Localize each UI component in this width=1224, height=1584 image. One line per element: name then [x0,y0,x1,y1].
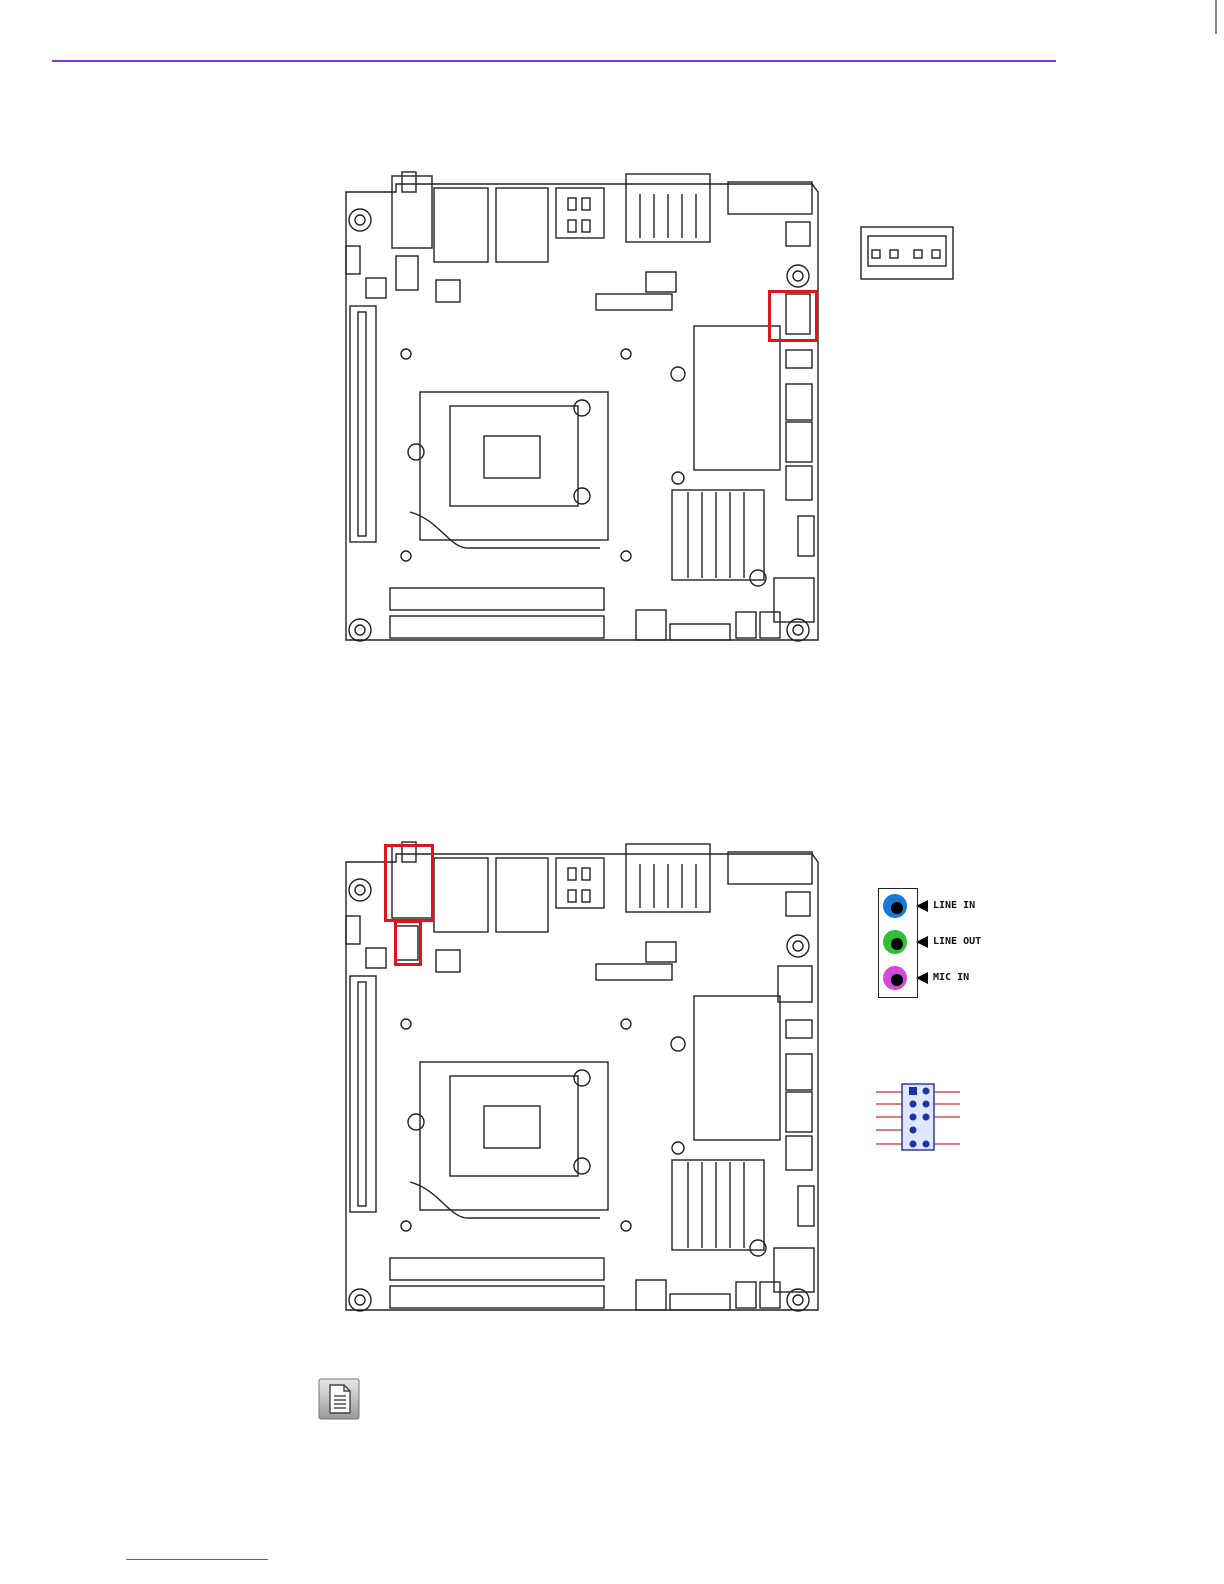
audio-header-detail [876,1082,960,1152]
motherboard-diagram-2 [340,840,820,1320]
audio-jack-panel [878,888,918,998]
motherboard-layout-icon [340,170,820,650]
mic-in-label: MIC IN [933,972,969,983]
fan-connector-icon [860,226,954,280]
mic-in-arrow-icon [916,972,928,984]
line-out-jack-icon [883,930,907,954]
line-in-arrow-icon [916,900,928,912]
audio-jack-highlight [384,844,434,922]
header-rule [52,60,1056,62]
line-out-arrow-icon [916,936,928,948]
audio-header-pins-icon [876,1082,960,1152]
line-in-label: LINE IN [933,900,975,911]
fan-connector-detail [860,226,954,280]
line-in-jack-icon [883,894,907,918]
mic-in-jack-icon [883,966,907,990]
line-out-label: LINE OUT [933,936,981,947]
note-document-icon [318,1378,360,1420]
motherboard-diagram-1 [340,170,820,650]
audio-header-highlight [394,920,422,966]
footer-rule [126,1559,268,1560]
page-fold-mark [1215,0,1217,34]
fan-connector-highlight [768,290,818,342]
